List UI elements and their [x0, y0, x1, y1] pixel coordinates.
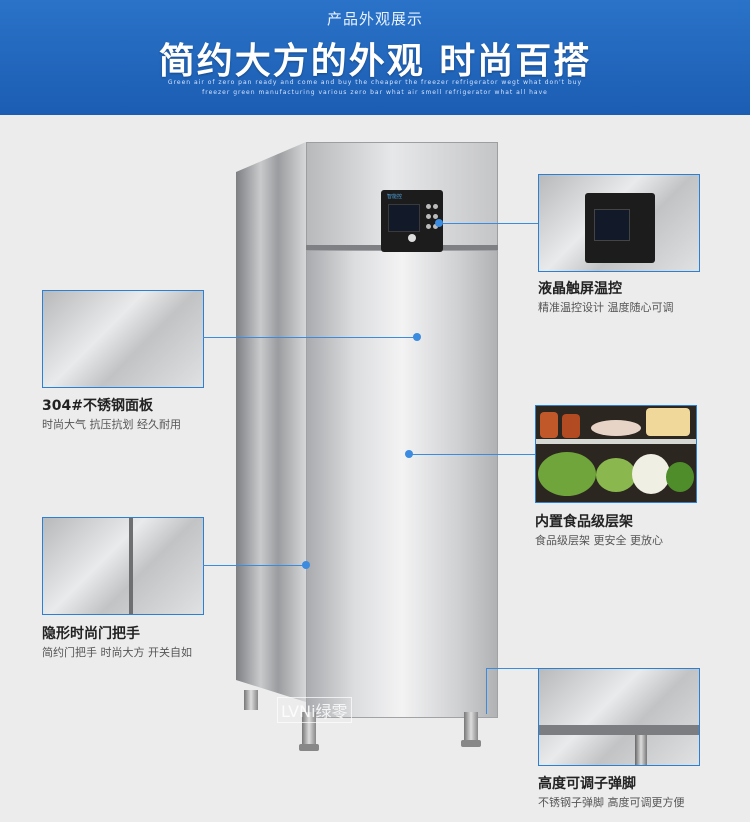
- callout-line: [443, 223, 538, 224]
- callout-dot: [435, 219, 443, 227]
- vegetable-icon: [666, 462, 694, 492]
- lcd-screen-zoom: [594, 209, 630, 241]
- panel-screen: [388, 204, 420, 232]
- panel-button-icon: [426, 224, 431, 229]
- brand-watermark: LVNi绿零: [277, 697, 352, 723]
- callout-line: [486, 668, 487, 714]
- fridge-door: [306, 250, 498, 718]
- feature-label-feet: 高度可调子弹脚: [538, 776, 636, 792]
- feature-desc-lcd: 精准温控设计 温度随心可调: [538, 301, 674, 314]
- fridge-leg: [464, 712, 478, 746]
- cauliflower-icon: [632, 454, 670, 494]
- shelf-rail: [536, 439, 696, 444]
- header-english-line-2: freezer green manufacturing various zero…: [202, 89, 548, 96]
- panel-button-icon: [426, 214, 431, 219]
- feature-label-panel: 304#不锈钢面板: [42, 398, 153, 414]
- panel-detail-image: [42, 290, 204, 388]
- header-title: 简约大方的外观 时尚百搭: [158, 41, 592, 82]
- lcd-panel-zoom: [585, 193, 655, 263]
- feature-label-lcd: 液晶触屏温控: [538, 281, 622, 297]
- shelf-detail-image: [535, 405, 697, 503]
- fridge-foot: [461, 740, 481, 747]
- handle-detail-image: [42, 517, 204, 615]
- handle-gap: [129, 518, 133, 614]
- jar-icon: [540, 412, 558, 438]
- fridge-leg: [302, 712, 316, 746]
- callout-line: [486, 668, 538, 669]
- feet-detail-image: [538, 668, 700, 766]
- callout-line: [412, 454, 535, 455]
- callout-dot: [302, 561, 310, 569]
- header-banner: 产品外观展示 简约大方的外观 时尚百搭 Green air of zero pa…: [0, 0, 750, 115]
- feature-label-shelf: 内置食品级层架: [535, 514, 633, 530]
- plate-icon: [591, 420, 641, 436]
- lcd-detail-image: [538, 174, 700, 272]
- panel-button-icon: [426, 204, 431, 209]
- header-subtitle: 产品外观展示: [326, 10, 423, 28]
- panel-button-icon: [433, 214, 438, 219]
- fridge-side-panel: [236, 142, 306, 702]
- cheese-icon: [646, 408, 690, 436]
- feature-label-handle: 隐形时尚门把手: [42, 626, 140, 642]
- control-panel: 智能控: [381, 190, 443, 252]
- bullet-foot-icon: [635, 735, 647, 765]
- feature-desc-feet: 不锈钢子弹脚 高度可调更方便: [538, 796, 685, 809]
- callout-dot: [405, 450, 413, 458]
- lock-icon: [408, 234, 416, 242]
- feature-desc-shelf: 食品级层架 更安全 更放心: [535, 534, 663, 547]
- header-english-line-1: Green air of zero pan ready and come and…: [167, 79, 583, 86]
- feature-desc-handle: 简约门把手 时尚大方 开关自如: [42, 646, 192, 659]
- cabbage-icon: [596, 458, 636, 492]
- callout-dot: [413, 333, 421, 341]
- feature-desc-panel: 时尚大气 抗压抗划 经久耐用: [42, 418, 181, 431]
- panel-button-icon: [433, 224, 438, 229]
- jar-icon: [562, 414, 580, 438]
- lettuce-icon: [538, 452, 596, 496]
- fridge-foot: [299, 744, 319, 751]
- panel-brand: 智能控: [387, 194, 403, 200]
- callout-line: [203, 337, 417, 338]
- callout-line: [203, 565, 306, 566]
- fridge-leg: [244, 690, 258, 710]
- cabinet-bottom-edge: [539, 725, 699, 735]
- panel-button-icon: [433, 204, 438, 209]
